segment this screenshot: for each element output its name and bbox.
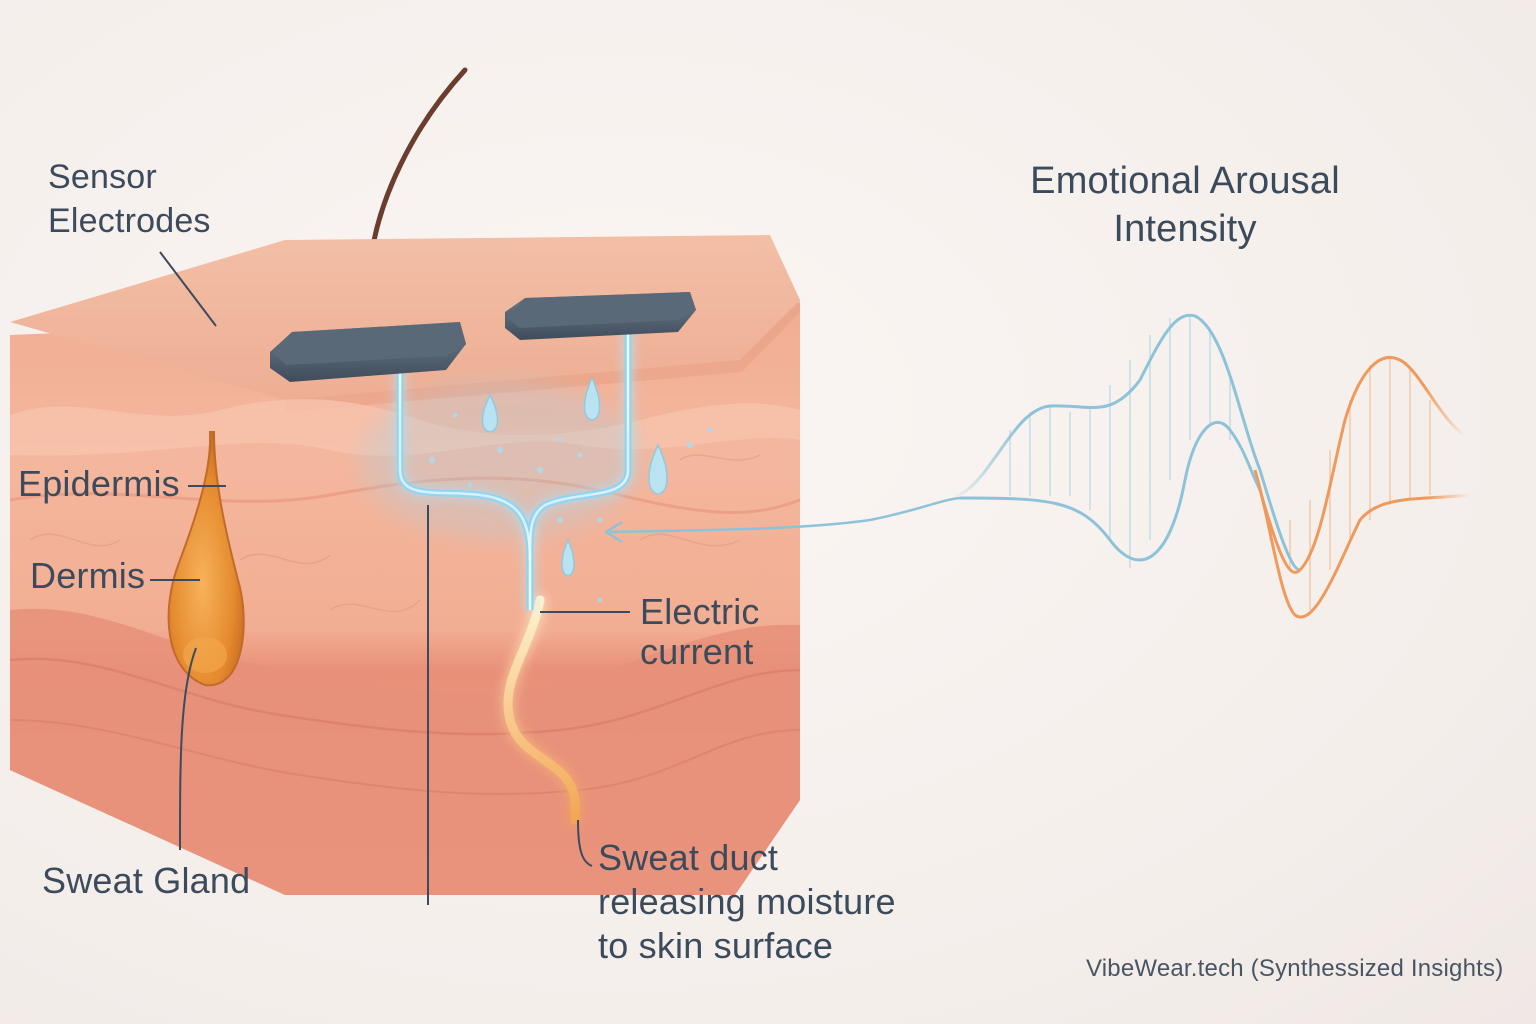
sweat-duct-line-3: to skin surface	[598, 925, 834, 966]
sweat-gland-label: Sweat Gland	[42, 860, 251, 901]
signal-arrow	[609, 496, 961, 534]
sensor-electrodes-label: Sensor Electrodes	[48, 155, 211, 243]
skin-block-top	[10, 235, 800, 400]
sweat-duct-line-1: Sweat duct	[598, 837, 779, 878]
sweat-drop-icon	[481, 376, 668, 577]
credit-text: VibeWear.tech (Synthessized Insights)	[1086, 955, 1504, 982]
duct-leader	[577, 819, 593, 867]
sweat-duct-label: Sweat duct releasing moisture to skin su…	[598, 836, 896, 968]
emotional-arousal-line-1: Emotional Arousal	[1030, 160, 1340, 202]
emotional-arousal-line-2: Intensity	[1113, 208, 1257, 250]
sweat-gland	[167, 431, 245, 687]
electric-current-line-2: current	[640, 631, 754, 672]
gland-leader	[179, 647, 197, 851]
sweat-duct-line-2: releasing moisture	[598, 881, 896, 922]
dermis-label: Dermis	[30, 555, 146, 596]
electric-current-label: Electric current	[640, 592, 760, 672]
sensor-electrodes-line-1: Sensor	[48, 158, 157, 196]
epidermis-label: Epidermis	[18, 463, 180, 504]
sensor-electrodes-line-2: Electrodes	[48, 202, 211, 240]
sensor-electrode-icon	[270, 292, 696, 382]
hair-icon	[369, 67, 468, 255]
electric-current-line-1: Electric	[640, 591, 760, 632]
arousal-waveform	[949, 313, 1471, 619]
emotional-arousal-title: Emotional Arousal Intensity	[1020, 157, 1350, 253]
electrodes-leader	[159, 251, 217, 327]
sweat-duct	[503, 595, 580, 825]
